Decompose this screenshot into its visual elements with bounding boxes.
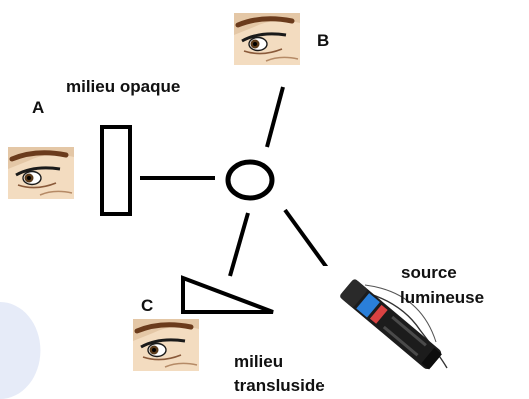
translucent-medium-triangle [181,275,274,314]
central-object-ellipse [225,159,275,201]
background-arc [0,301,41,399]
label-light-source-line1: source [401,263,457,282]
line-to-translucent-medium [228,212,250,277]
label-observer-a: A [32,98,44,117]
line-to-observer-b [265,86,285,148]
label-observer-b: B [317,31,329,50]
line-to-light-source [283,208,332,274]
flashlight-icon [322,266,454,384]
label-opaque-medium: milieu opaque [66,77,180,96]
opaque-medium-rectangle [100,125,132,216]
eye-icon-b [234,13,300,65]
label-translucent-medium-line2: transluside [234,376,325,395]
label-observer-c: C [141,296,153,315]
label-light-source-line2: lumineuse [400,288,484,307]
label-translucent-medium-line1: milieu [234,352,283,371]
eye-icon-c [133,319,199,371]
eye-icon-a [8,147,74,199]
